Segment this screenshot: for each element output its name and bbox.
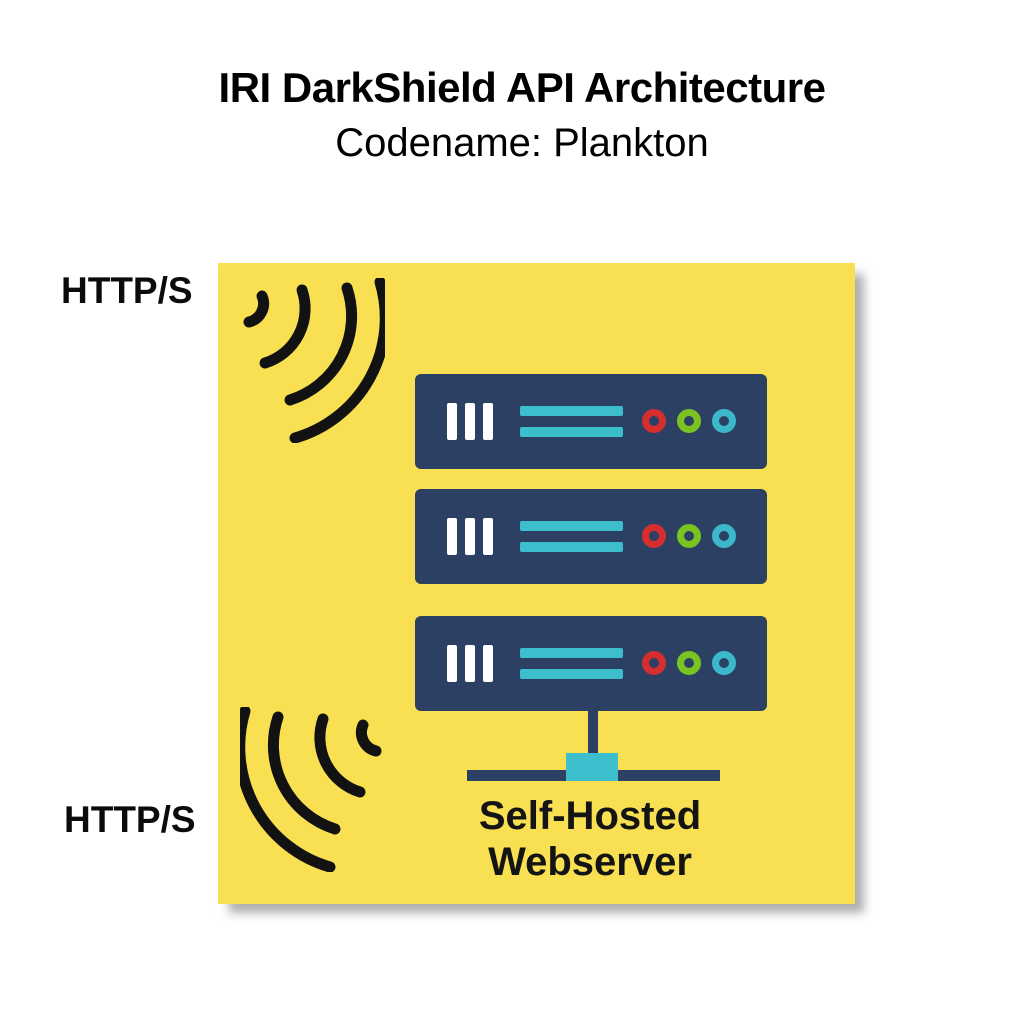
led-green-icon <box>677 409 701 433</box>
drive-bays-icon <box>447 403 493 440</box>
http-label-top: HTTP/S <box>61 270 193 311</box>
http-label-bottom: HTTP/S <box>64 799 196 840</box>
led-red-icon <box>642 409 666 433</box>
led-red-icon <box>642 651 666 675</box>
activity-lines-icon <box>520 406 623 437</box>
led-green-icon <box>677 651 701 675</box>
wifi-signal-icon-bottom <box>240 707 390 872</box>
page-subtitle: Codename: Plankton <box>335 121 709 165</box>
webserver-caption: Self-Hosted Webserver <box>410 793 770 885</box>
status-leds <box>642 651 736 675</box>
activity-lines-icon <box>520 648 623 679</box>
led-teal-icon <box>712 524 736 548</box>
led-teal-icon <box>712 409 736 433</box>
drive-bays-icon <box>447 645 493 682</box>
diagram-header: IRI DarkShield API Architecture Codename… <box>10 64 1024 166</box>
wifi-signal-icon-top <box>235 278 385 443</box>
drive-bays-icon <box>447 518 493 555</box>
activity-lines-icon <box>520 521 623 552</box>
server-rack-2 <box>415 489 767 584</box>
architecture-panel: Self-Hosted Webserver <box>218 263 855 904</box>
led-red-icon <box>642 524 666 548</box>
network-connector-icon <box>566 753 618 781</box>
server-rack-3 <box>415 616 767 711</box>
network-stem-line <box>588 711 598 759</box>
led-green-icon <box>677 524 701 548</box>
server-rack-1 <box>415 374 767 469</box>
status-leds <box>642 524 736 548</box>
led-teal-icon <box>712 651 736 675</box>
page-title: IRI DarkShield API Architecture <box>218 64 826 111</box>
status-leds <box>642 409 736 433</box>
webserver-caption-line2: Webserver <box>488 840 692 884</box>
webserver-caption-line1: Self-Hosted <box>478 794 702 838</box>
